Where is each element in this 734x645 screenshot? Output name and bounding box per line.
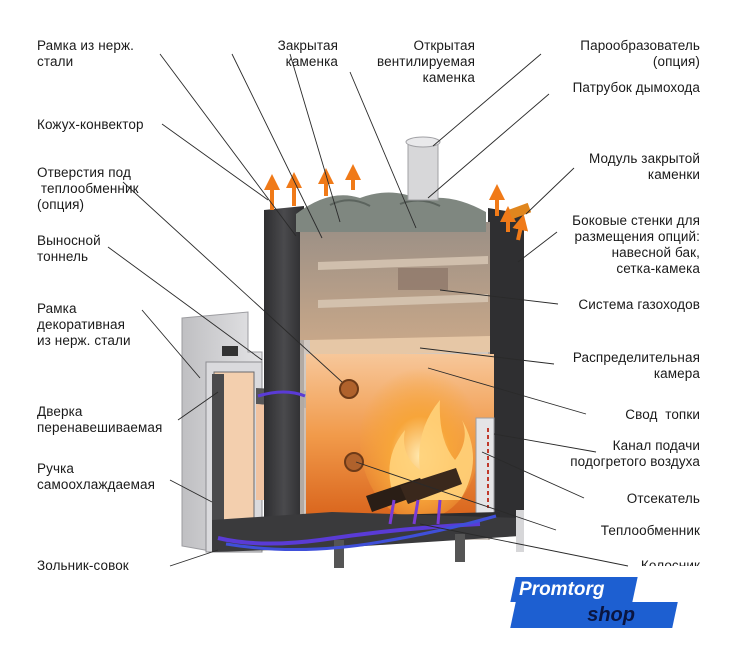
label-convector-casing: Кожух-конвектор — [37, 117, 144, 132]
label-heated-air-channel: Канал подачи подогретого воздуха — [570, 438, 700, 469]
label-grate: Колосник — [640, 558, 700, 566]
label-chimney-pipe: Патрубок дымохода — [572, 80, 700, 95]
label-decorative-frame: Рамка декоративная из нерж. стали — [37, 301, 131, 348]
logo-bottom-band: shop — [510, 602, 678, 628]
heat-arrows — [264, 164, 529, 241]
label-cutoff-plate: Отсекатель — [626, 491, 700, 506]
label-steam-generator: Парообразователь (опция) — [580, 38, 700, 69]
label-remote-tunnel: Выносной тоннель — [37, 233, 101, 264]
logo-top-band: Promtorg — [510, 577, 638, 602]
label-heat-exchanger-holes: Отверстия под теплообменник (опция) — [37, 165, 139, 212]
label-closed-stone-module: Модуль закрытой каменки — [589, 151, 700, 182]
label-open-ventilated-chamber: Открытая вентилируемая каменка — [377, 38, 475, 85]
label-firebox-vault: Свод топки — [625, 407, 700, 422]
leader-lines — [107, 53, 629, 567]
label-self-cooling-handle: Ручка самоохлаждаемая — [37, 461, 156, 492]
label-closed-stone-chamber: Закрытая каменка — [277, 38, 338, 69]
label-distribution-chamber: Распределительная камера — [572, 350, 700, 381]
promtorg-shop-logo: Promtorg shop — [510, 575, 678, 630]
label-side-walls: Боковые стенки для размещения опций: нав… — [572, 213, 700, 276]
label-ash-pan: Зольник-совок — [37, 558, 129, 573]
label-heat-exchanger: Теплообменник — [600, 523, 700, 538]
label-gas-duct-system: Система газоходов — [578, 297, 700, 312]
label-stainless-frame: Рамка из нерж. стали — [37, 38, 134, 69]
label-reversible-door: Дверка перенавешиваемая — [37, 404, 163, 435]
